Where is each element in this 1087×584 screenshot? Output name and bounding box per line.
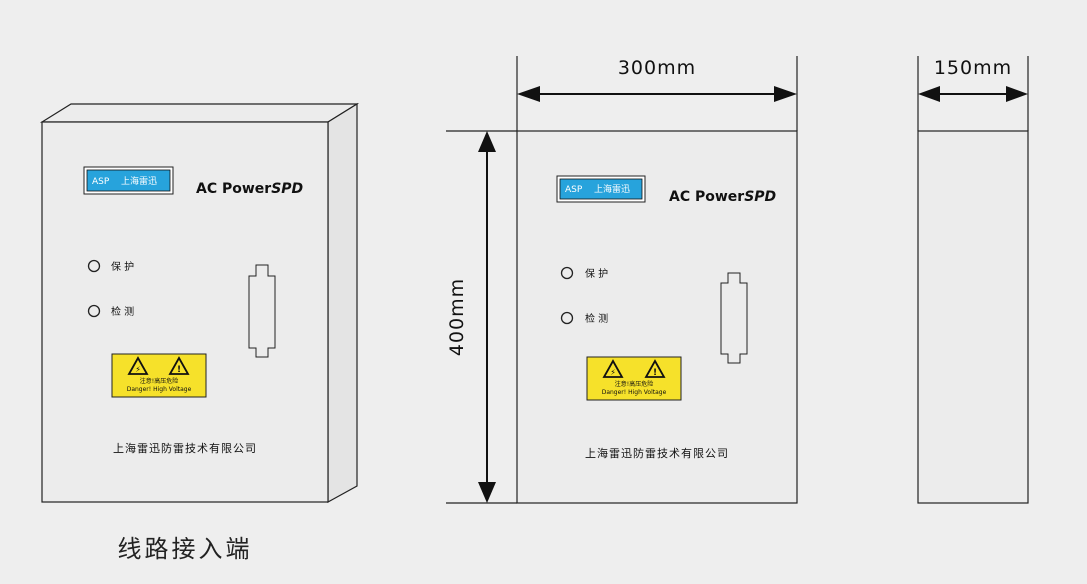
product-name: AC PowerSPD <box>196 181 303 197</box>
front-product-name-suffix: SPD <box>744 189 776 205</box>
height-dimension-arrow <box>478 131 496 503</box>
front-warning-triangle-icon <box>644 359 666 378</box>
warning-text-en: Danger! High Voltage <box>127 386 192 393</box>
enclosure-side-face <box>327 102 358 504</box>
front-product-name-main: AC Power <box>669 189 744 205</box>
front-product-name: AC PowerSPD <box>669 189 776 205</box>
front-warning-label: ⚡ ! 注意!高压危险 Danger! High Voltage <box>586 356 682 401</box>
front-logo-company: 上海雷迅 <box>594 183 630 195</box>
depth-dimension-label: 150mm <box>934 57 1012 79</box>
detect-indicator-label: 检 测 <box>111 305 134 318</box>
warning-triangle-icon <box>168 356 190 375</box>
logo-plate: ASP 上海雷迅 <box>83 166 174 195</box>
svg-text:⚡: ⚡ <box>610 368 616 377</box>
front-door-handle <box>720 272 748 364</box>
front-detect-indicator-label: 检 测 <box>585 312 608 325</box>
front-warning-text-cn: 注意!高压危险 <box>615 380 653 388</box>
high-voltage-icon <box>127 356 149 375</box>
svg-text:!: ! <box>177 365 181 375</box>
company-name: 上海雷迅防雷技术有限公司 <box>113 441 257 455</box>
depth-dimension-arrow <box>918 86 1028 102</box>
warning-label: ⚡ ! 注意!高压危险 Danger! High Voltage <box>111 353 207 398</box>
front-logo-text: ASP <box>565 185 583 195</box>
width-dimension-arrow <box>517 86 797 102</box>
logo-text: ASP <box>92 177 110 187</box>
enclosure-top-face <box>39 103 360 123</box>
front-warning-text-en: Danger! High Voltage <box>602 389 667 396</box>
logo-company: 上海雷迅 <box>121 175 157 187</box>
front-protect-indicator-label: 保 护 <box>585 267 608 280</box>
front-view: 300mm 400mm ASP 上海雷迅 AC PowerSPD 保 护 检 测… <box>446 56 798 504</box>
side-enclosure-outline <box>917 130 1029 504</box>
svg-text:⚡: ⚡ <box>135 365 141 374</box>
protect-indicator-lamp <box>87 259 101 273</box>
door-handle <box>248 264 276 358</box>
front-detect-indicator-lamp <box>560 311 574 325</box>
side-view: 150mm <box>917 56 1029 504</box>
detect-indicator-lamp <box>87 304 101 318</box>
front-logo-plate: ASP 上海雷迅 <box>556 175 646 203</box>
product-name-suffix: SPD <box>271 181 303 197</box>
perspective-view: ASP 上海雷迅 AC PowerSPD 保 护 检 测 ⚡ ! 注意!高压危险… <box>39 102 360 504</box>
protect-indicator-label: 保 护 <box>111 260 134 273</box>
front-high-voltage-icon <box>602 359 624 378</box>
svg-text:!: ! <box>653 368 657 378</box>
front-company-name: 上海雷迅防雷技术有限公司 <box>585 446 729 460</box>
height-dimension-label: 400mm <box>446 278 468 356</box>
width-dimension-label: 300mm <box>618 57 696 79</box>
caption-line-input: 线路接入端 <box>118 535 253 563</box>
product-name-main: AC Power <box>196 181 271 197</box>
warning-text-cn: 注意!高压危险 <box>140 377 178 385</box>
front-protect-indicator-lamp <box>560 266 574 280</box>
